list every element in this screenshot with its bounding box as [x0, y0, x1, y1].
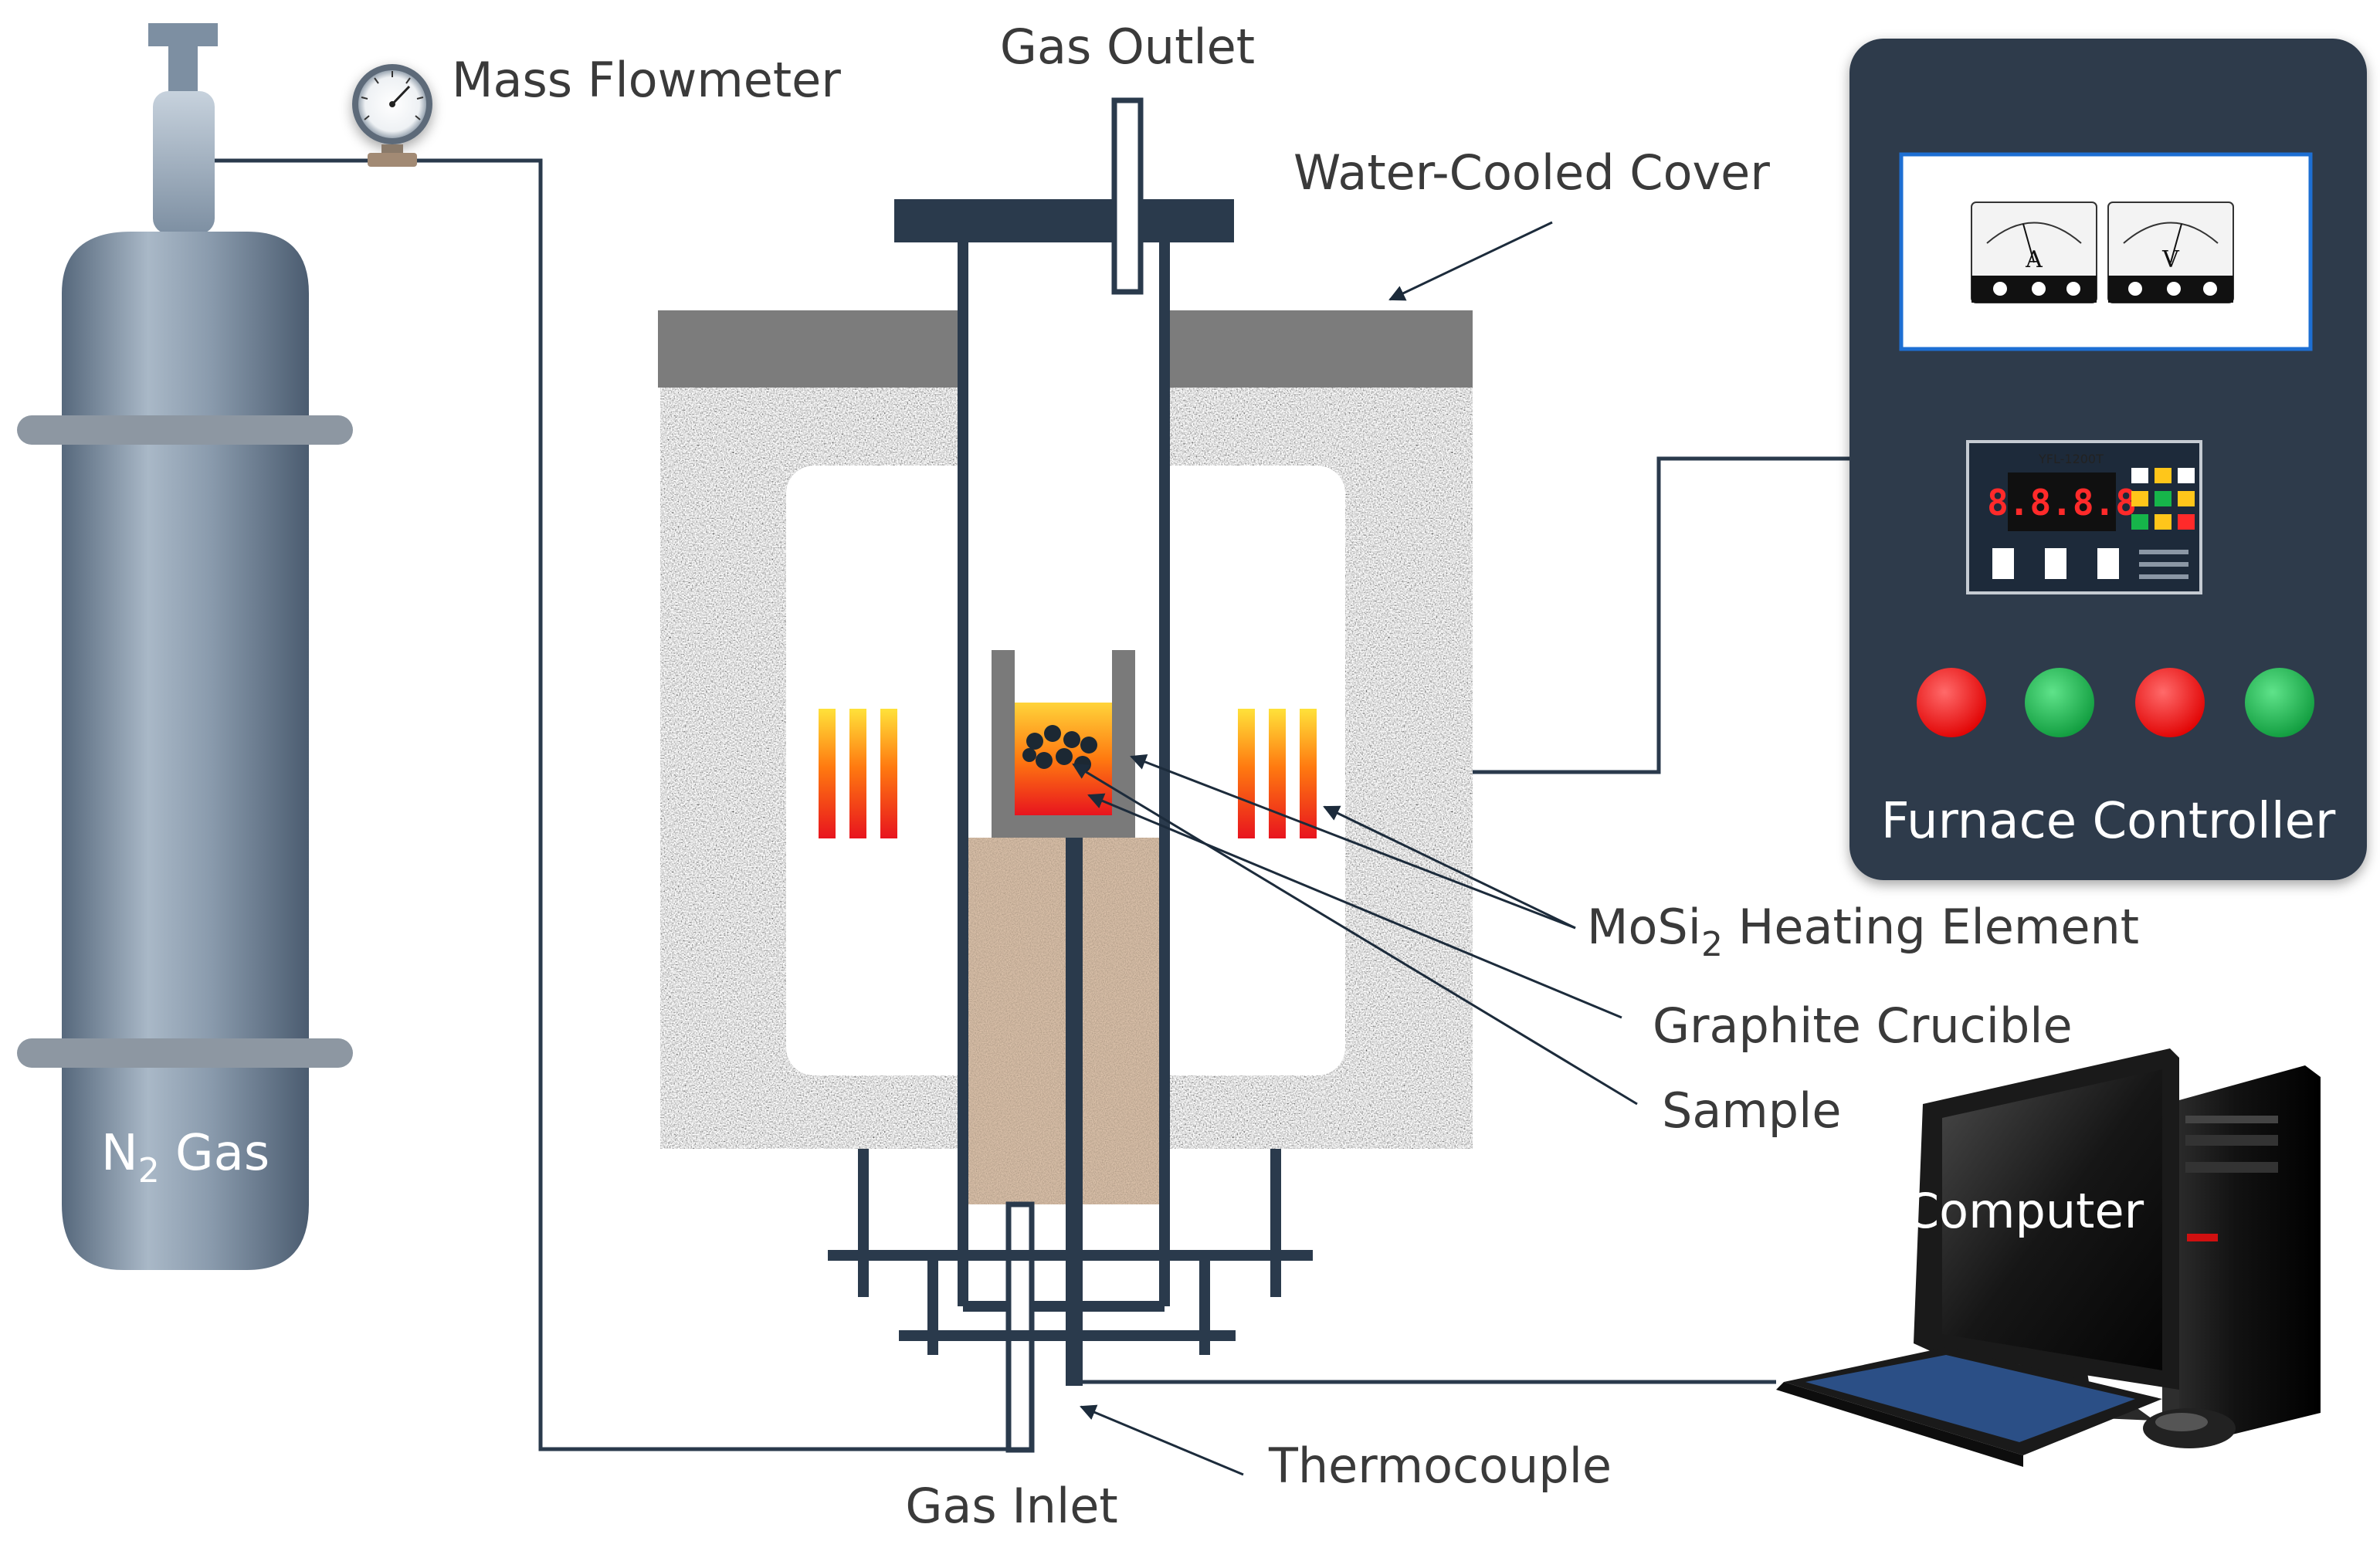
- heating-element-callout-outer: [1323, 805, 1576, 930]
- heating-element-label: MoSi2 Heating Element: [1587, 899, 2139, 964]
- gas-inlet-label: Gas Inlet: [905, 1478, 1117, 1534]
- mass-flowmeter-label: Mass Flowmeter: [452, 52, 841, 108]
- ammeter: A: [1971, 202, 2097, 303]
- heating-element-callout-inner: [1130, 754, 1576, 930]
- furnace-stand: [828, 1149, 1313, 1355]
- mouse: [2143, 1408, 2236, 1448]
- keyboard: [1776, 1347, 2162, 1467]
- tube-top-flange: [894, 199, 1234, 242]
- mosi2-heating-element-left: [819, 709, 897, 838]
- controller-red-button-1[interactable]: [1917, 668, 1986, 737]
- controller-green-button-1[interactable]: [2025, 668, 2094, 737]
- mosi2-heating-element-right: [1238, 709, 1317, 838]
- thermocouple-callout: [1080, 1404, 1244, 1476]
- thermocouple-rod: [1066, 838, 1083, 1386]
- sample-label: Sample: [1662, 1082, 1841, 1139]
- furnace-controller-label: Furnace Controller: [1881, 793, 2336, 850]
- voltmeter: V: [2107, 202, 2234, 303]
- water-cooled-cover-label: Water-Cooled Cover: [1293, 144, 1770, 201]
- thermocouple-label: Thermocouple: [1268, 1438, 1612, 1494]
- controller-green-button-2[interactable]: [2245, 668, 2314, 737]
- computer-label: Computer: [1906, 1183, 2144, 1239]
- computer: Computer: [1776, 1048, 2321, 1467]
- temperature-control-unit: YFL-1200T 8.8.8.8: [1966, 440, 2202, 594]
- control-keypad: [1992, 468, 2195, 579]
- temperature-display: 8.8.8.8: [1987, 482, 2137, 523]
- cover-callout: [1388, 221, 1553, 301]
- furnace-controller: A V YFL-1200T 8.8.8.8: [1849, 39, 2367, 880]
- svg-text:V: V: [2161, 246, 2180, 273]
- gas-inlet-pipe: [1005, 1201, 1035, 1453]
- n2-gas-cylinder: N2 Gas: [17, 23, 353, 1270]
- graphite-crucible-label: Graphite Crucible: [1653, 997, 2073, 1054]
- computer-tower: [2162, 1065, 2321, 1442]
- sample-callout: [1072, 763, 1638, 1106]
- svg-text:YFL-1200T: YFL-1200T: [2038, 452, 2104, 466]
- svg-text:A: A: [2025, 246, 2043, 273]
- callout-lines: [1072, 221, 1638, 1476]
- controller-red-button-2[interactable]: [2135, 668, 2205, 737]
- gas-outlet-pipe: [1111, 97, 1144, 295]
- n2-gas-label: N2 Gas: [101, 1125, 270, 1190]
- controller-cable: [1471, 456, 1849, 774]
- mass-flowmeter-gauge: [352, 64, 432, 167]
- gas-outlet-label: Gas Outlet: [1000, 19, 1255, 75]
- crucible-callout: [1087, 793, 1622, 1019]
